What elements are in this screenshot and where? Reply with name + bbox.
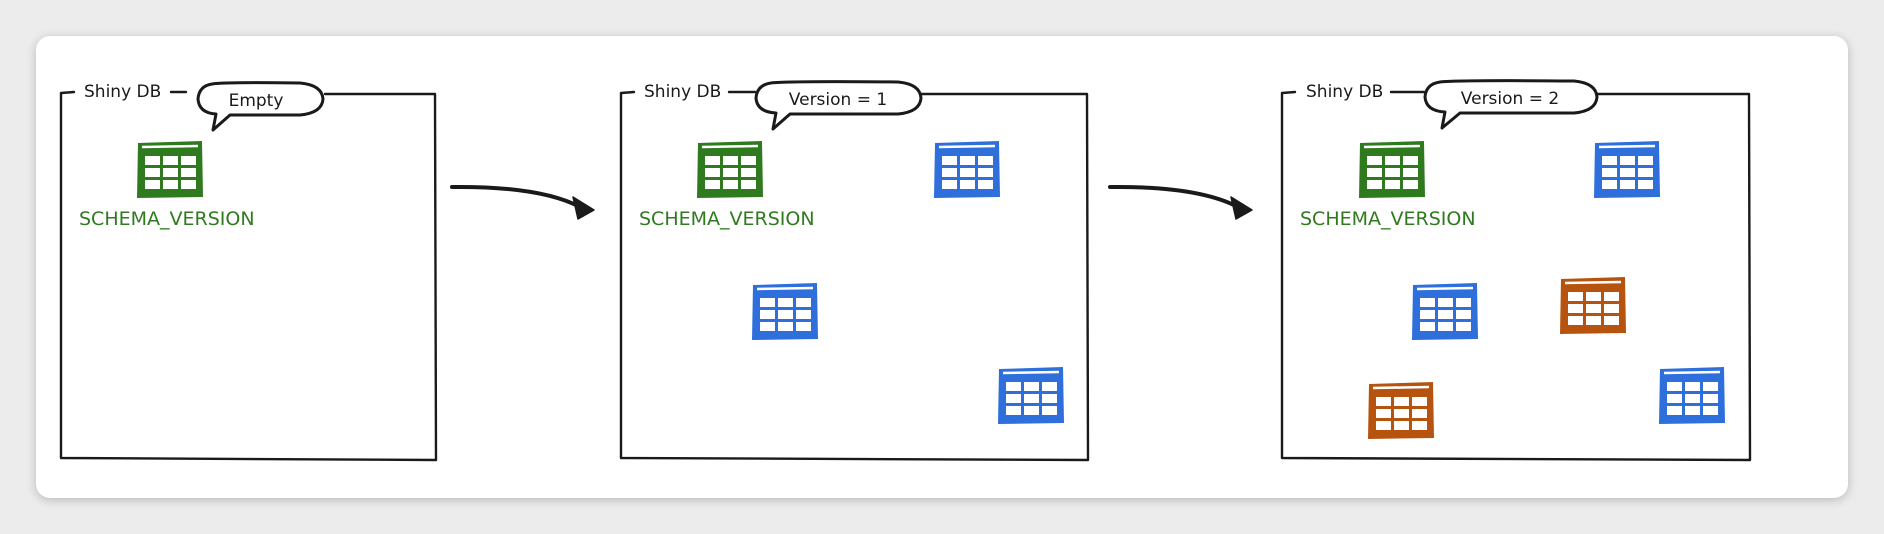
schema-version-label: SCHEMA_VERSION xyxy=(79,208,255,230)
schema-version-label: SCHEMA_VERSION xyxy=(1300,208,1476,230)
table-icon xyxy=(932,139,1002,200)
table-icon xyxy=(695,139,765,200)
db-panel-3: Shiny DB Version = 2 SCHEMA_VERSION xyxy=(1280,79,1752,462)
speech-bubble: Version = 2 xyxy=(1423,79,1599,130)
bubble-text: Empty xyxy=(229,91,284,111)
db-panel-1: Shiny DB Empty SCHEMA_VERSION xyxy=(59,81,438,462)
bubble-text: Version = 2 xyxy=(1461,89,1559,109)
table-icon xyxy=(750,281,820,342)
db-panel-2: Shiny DB Version = 1 SCHEMA_VERSION xyxy=(619,80,1090,462)
bubble-text: Version = 1 xyxy=(789,90,887,110)
db-label: Shiny DB xyxy=(84,82,161,102)
table-icon xyxy=(1592,139,1662,200)
table-icon xyxy=(1657,365,1727,426)
db-frame xyxy=(1280,90,1752,462)
arrow-right-icon xyxy=(450,184,595,220)
arrow-right-icon xyxy=(1108,184,1253,220)
db-label: Shiny DB xyxy=(1306,82,1383,102)
schema-version-label: SCHEMA_VERSION xyxy=(639,208,815,230)
speech-bubble: Empty xyxy=(196,81,325,132)
db-label: Shiny DB xyxy=(644,82,721,102)
table-icon xyxy=(1558,275,1628,336)
table-icon xyxy=(1366,380,1436,441)
table-icon xyxy=(996,365,1066,426)
table-icon xyxy=(135,139,205,200)
speech-bubble: Version = 1 xyxy=(754,80,923,131)
db-frame xyxy=(59,90,438,462)
table-icon xyxy=(1357,139,1427,200)
table-icon xyxy=(1410,281,1480,342)
db-frame xyxy=(619,90,1090,462)
